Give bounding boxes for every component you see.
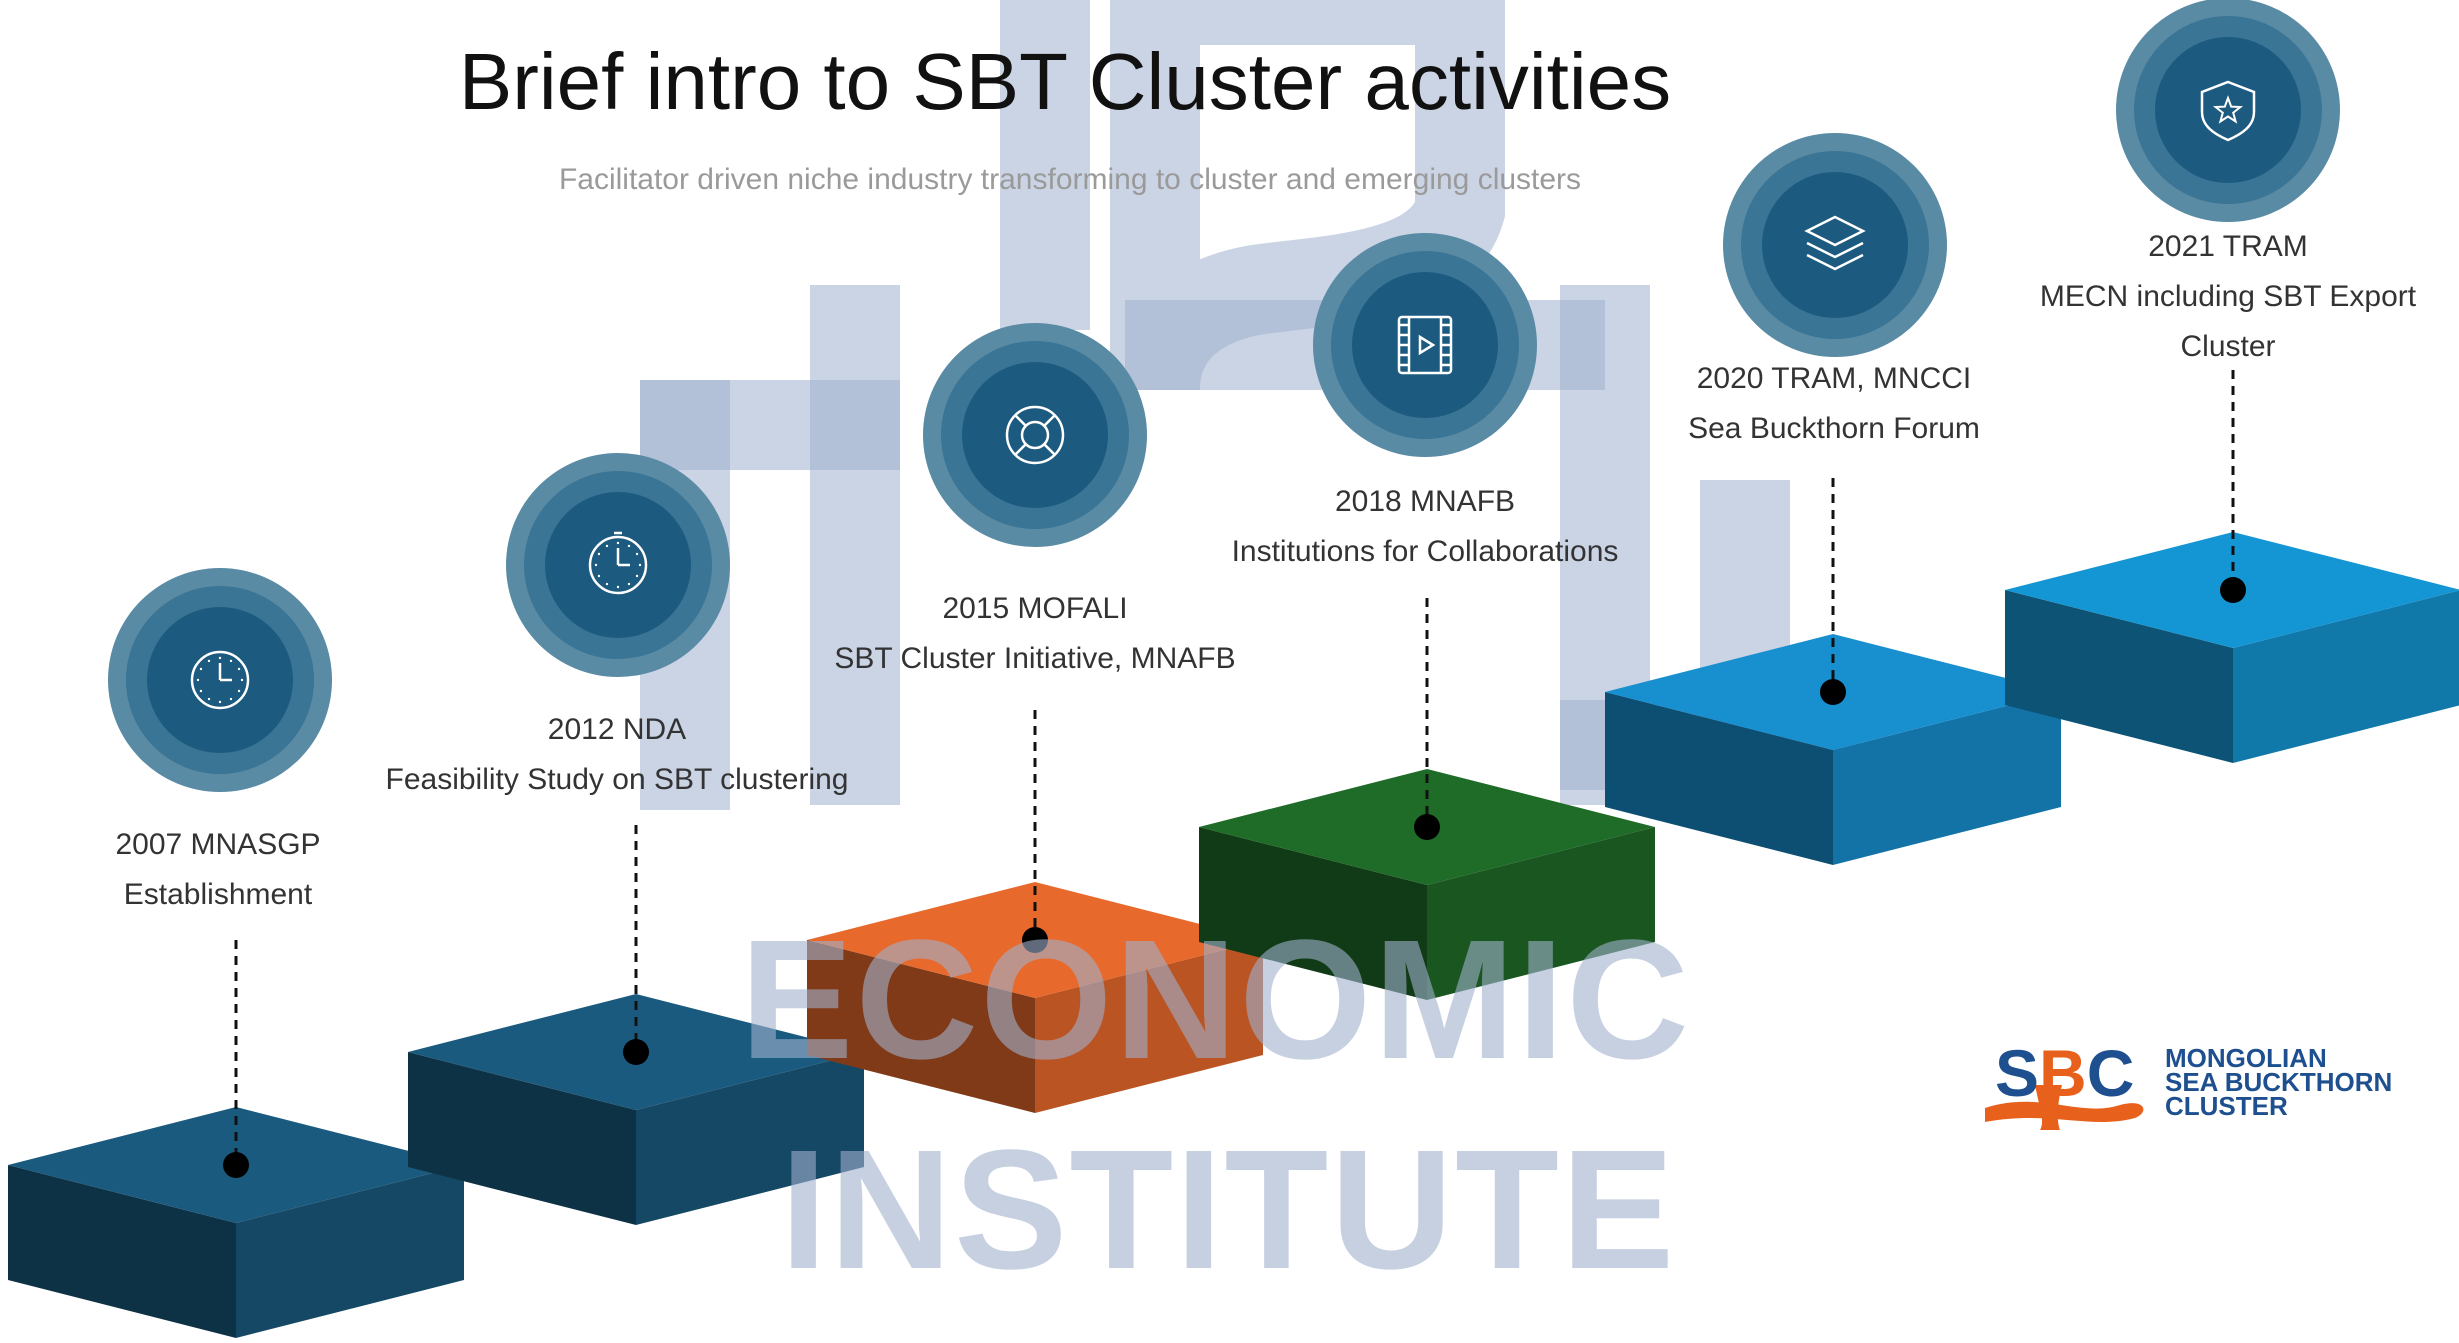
steps-layer — [8, 532, 2459, 1338]
step-block — [1605, 634, 2061, 865]
milestone-circle — [108, 568, 332, 792]
circles-layer — [108, 0, 2340, 792]
step-left-face — [1199, 827, 1427, 1000]
circle-inner — [2155, 37, 2301, 183]
lifebuoy-icon — [1005, 405, 1065, 465]
milestone-year: 2007 MNASGP — [115, 828, 321, 861]
clock-icon — [190, 650, 250, 710]
circle-inner — [962, 362, 1108, 508]
milestone-year: 2015 MOFALI — [942, 592, 1128, 625]
milestone-year: 2020 TRAM, MNCCI — [1696, 362, 1972, 395]
circle-inner — [1352, 272, 1498, 418]
connector-dot — [223, 1152, 249, 1178]
page-title: Brief intro to SBT Cluster activities — [458, 37, 1672, 126]
watermark-line-1: ECONOMIC — [740, 905, 1691, 1095]
milestone-year: 2021 TRAM — [2148, 230, 2308, 263]
logo-swoosh — [1985, 1085, 2144, 1130]
logo-name: MONGOLIAN SEA BUCKTHORN CLUSTER — [2165, 1043, 2393, 1121]
step-left-face — [408, 1052, 636, 1225]
step-right-face — [1833, 692, 2061, 865]
step-left-face — [1605, 692, 1833, 865]
shield-star-icon — [2200, 80, 2256, 142]
watermark-line-2: INSTITUTE — [780, 1115, 1677, 1305]
milestone-description: SBT Cluster Initiative, MNAFB — [834, 642, 1236, 675]
milestone-label-1: 2007 MNASGP Establishment — [115, 820, 320, 920]
milestone-description: Sea Buckthorn Forum — [1688, 412, 1980, 445]
step-right-face — [1427, 827, 1655, 1000]
connector-dot — [2220, 577, 2246, 603]
milestone-description: Establishment — [123, 878, 313, 911]
milestone-description: MECN including SBT Export Cluster — [2039, 280, 2417, 363]
film-icon — [1397, 315, 1453, 375]
milestone-label-2: 2012 NDA Feasibility Study on SBT cluste… — [386, 705, 849, 805]
step-right-face — [236, 1165, 464, 1338]
connectors-layer — [223, 370, 2246, 1178]
connector-dot — [1820, 679, 1846, 705]
step-right-face — [636, 1052, 864, 1225]
milestone-circle — [2116, 0, 2340, 222]
milestone-label-6: 2021 TRAM MECN including SBT Export Clus… — [2028, 222, 2428, 372]
milestone-label-4: 2018 MNAFB Institutions for Collaboratio… — [1232, 477, 1619, 577]
milestone-circle — [1313, 233, 1537, 457]
step-right-face — [2233, 590, 2459, 763]
step-block — [8, 1107, 464, 1338]
milestone-circle — [923, 323, 1147, 547]
milestone-description: Feasibility Study on SBT clustering — [385, 763, 849, 796]
connector-dot — [1414, 814, 1440, 840]
milestone-year: 2018 MNAFB — [1334, 485, 1516, 518]
step-left-face — [2005, 590, 2233, 763]
step-left-face — [8, 1165, 236, 1338]
milestone-circle — [506, 453, 730, 677]
logo-abbreviation: SBC — [1995, 1036, 2135, 1110]
stopwatch-icon — [588, 531, 648, 595]
milestone-year: 2012 NDA — [547, 713, 687, 746]
page-subtitle: Facilitator driven niche industry transf… — [558, 163, 1582, 196]
step-left-face — [807, 940, 1035, 1113]
milestone-circle — [1723, 133, 1947, 357]
layers-icon — [1804, 215, 1866, 271]
milestone-label-5: 2020 TRAM, MNCCI Sea Buckthorn Forum — [1688, 354, 1980, 454]
connector-dot — [623, 1039, 649, 1065]
step-right-face — [1035, 940, 1263, 1113]
milestone-description: Institutions for Collaborations — [1231, 535, 1619, 568]
connector-dot — [1022, 927, 1048, 953]
milestone-label-3: 2015 MOFALI SBT Cluster Initiative, MNAF… — [834, 584, 1235, 684]
